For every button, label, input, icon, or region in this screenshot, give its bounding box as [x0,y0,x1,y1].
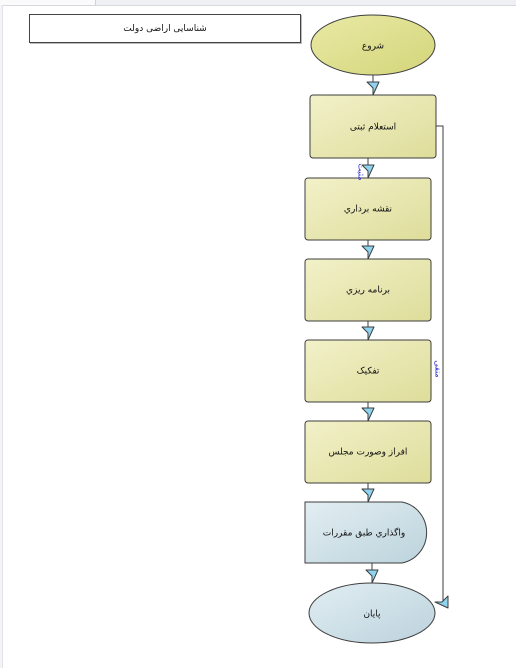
window-tab-segment [0,0,96,5]
window-left-edge [0,5,3,668]
node-deed[interactable]: افراز وصورت مجلس [304,420,432,484]
arrow-to-end-icon [365,569,379,584]
node-end-label: پایان [363,610,381,620]
arrow-to-assignment-icon [361,488,375,503]
node-planning[interactable]: برنامه ريزي [304,258,432,322]
arrow-to-subdivision-icon [361,326,375,341]
arrow-to-planning-icon [361,245,375,260]
node-planning-label: برنامه ريزي [346,286,390,296]
edge-label-negative: منفی [434,360,443,377]
edge-label-positive: مثبت [357,164,366,181]
node-surveying-label: نقشه برداري [344,205,392,215]
window-top-edge [0,0,516,6]
diagram-title: شناسایی اراضی دولت [29,14,301,43]
node-subdivision[interactable]: تفکيک [304,339,432,403]
arrow-to-deed-icon [361,407,375,422]
node-start[interactable]: شروع [310,14,436,76]
node-end[interactable]: پایان [308,582,436,644]
node-assignment[interactable]: واگذاري طبق مقررات [304,501,428,564]
node-start-label: شروع [362,42,384,52]
node-assignment-label: واگذاري طبق مقررات [323,527,406,539]
node-registry-inquiry-label: استعلام ثبتی [350,123,396,133]
arrow-to-inquiry-icon [366,81,380,96]
node-subdivision-label: تفکيک [357,367,380,377]
node-deed-label: افراز وصورت مجلس [329,448,408,458]
node-registry-inquiry[interactable]: استعلام ثبتی [309,94,437,159]
node-surveying[interactable]: نقشه برداري [304,177,432,241]
arrow-negative-to-end-icon [434,595,449,609]
